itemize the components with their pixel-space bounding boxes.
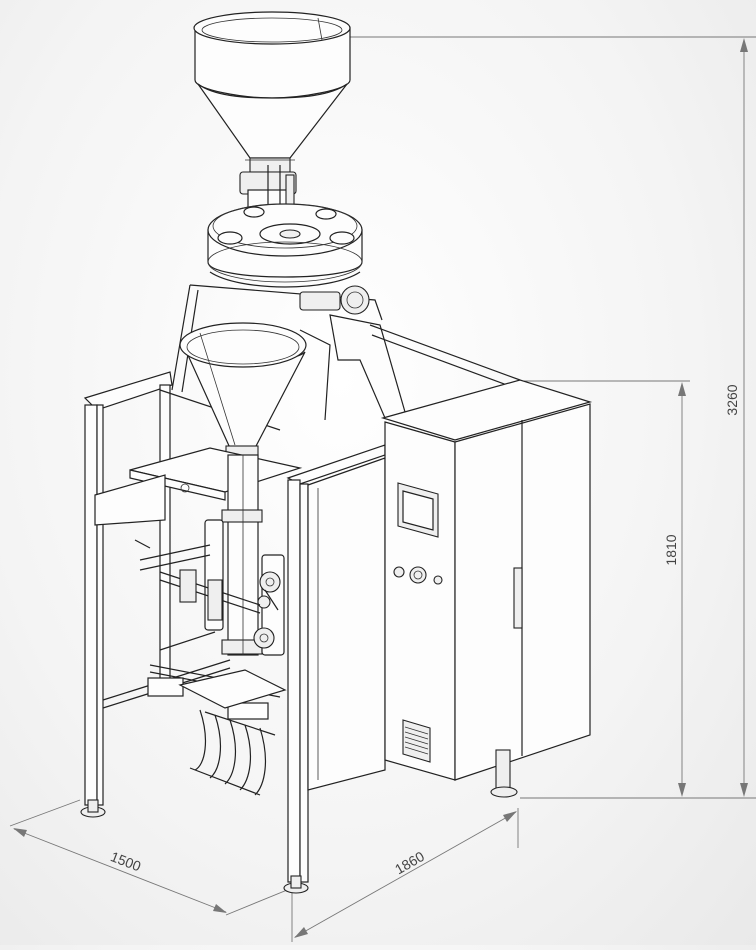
dimension-label-total-height: 3260 xyxy=(724,384,740,415)
dimension-label-width: 1500 xyxy=(108,848,143,874)
dimension-cabinet-height: 1810 xyxy=(520,380,690,797)
forming-tube xyxy=(221,454,263,656)
dimension-depth: 1860 xyxy=(291,808,519,942)
forming-plate xyxy=(94,447,303,526)
forming-funnel xyxy=(179,322,307,459)
sealing-rods xyxy=(134,539,287,720)
front-frame xyxy=(283,444,386,894)
top-hopper xyxy=(193,11,351,173)
dimension-label-depth: 1860 xyxy=(392,848,427,878)
left-frame xyxy=(80,371,231,818)
dimension-label-cabinet-height: 1810 xyxy=(663,534,679,565)
discharge-chute xyxy=(189,709,276,796)
control-cabinet xyxy=(380,379,593,798)
dimension-width: 1500 xyxy=(9,799,293,916)
rotary-cup-disc xyxy=(207,203,363,288)
dimension-total-height: 3260 xyxy=(300,36,756,799)
